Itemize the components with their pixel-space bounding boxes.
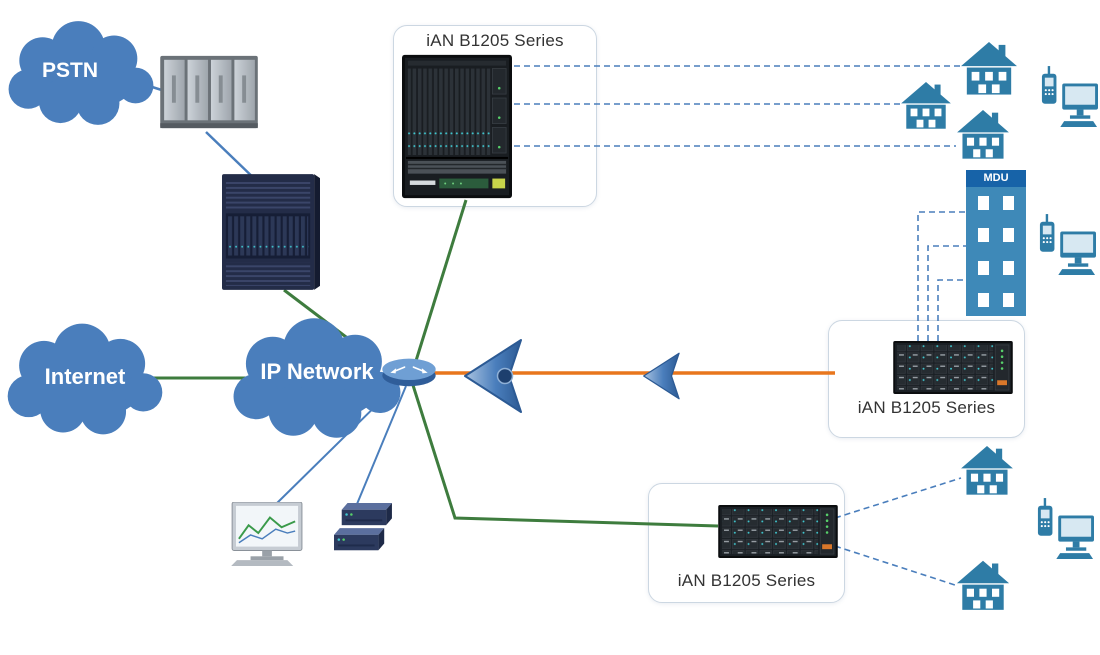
softswitch-chassis-icon — [222, 172, 320, 292]
link-ipnetwork-top-olt — [413, 199, 468, 365]
top-olt-label: iAN B1205 Series — [426, 31, 564, 50]
house-icon — [956, 560, 1010, 612]
house-icon — [960, 42, 1018, 96]
right-olt-label: iAN B1205 Series — [857, 398, 996, 417]
mdu-windows — [966, 187, 1026, 316]
phone-and-monitor-icon — [1038, 214, 1096, 276]
mdu-window — [978, 292, 989, 307]
phone-and-monitor-icon — [1036, 498, 1094, 560]
pstn-gateway-cabinet-icon — [158, 52, 262, 132]
ip-network-cloud-label: IP Network — [260, 359, 374, 384]
phone-and-monitor-icon — [1040, 66, 1098, 128]
top-olt-rack-icon — [402, 54, 512, 199]
bottom-olt-rack-icon — [718, 505, 838, 558]
house-icon — [956, 110, 1010, 160]
optical-splitter-small-icon — [643, 352, 681, 400]
house-icon — [900, 82, 952, 130]
internet-cloud-label: Internet — [44, 364, 126, 389]
mdu-window — [1003, 292, 1014, 307]
mdu-building-icon: MDU — [966, 170, 1026, 316]
mdu-window — [1003, 228, 1014, 243]
optical-splitter-large-icon — [464, 338, 524, 414]
mdu-window — [1003, 196, 1014, 210]
server-stack-icon — [326, 502, 398, 558]
mdu-window — [978, 228, 989, 243]
mdu-label: MDU — [966, 170, 1026, 187]
management-monitor-icon — [230, 502, 306, 566]
drop-bottom-olt-house2 — [834, 545, 959, 587]
pstn-cloud-label: PSTN — [41, 59, 98, 82]
drop-bottom-olt-house1 — [834, 477, 962, 519]
right-olt-rack-icon — [893, 341, 1013, 394]
mdu-window — [1003, 260, 1014, 275]
house-icon — [960, 446, 1014, 496]
mdu-window — [978, 260, 989, 275]
mdu-window — [978, 196, 989, 210]
bottom-olt-label: iAN B1205 Series — [677, 571, 816, 590]
